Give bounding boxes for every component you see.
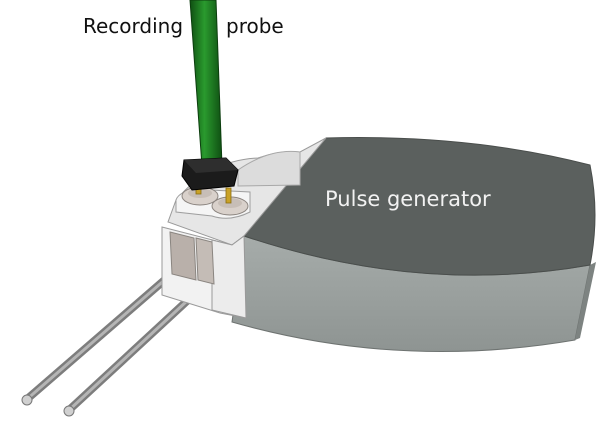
lead-bore-2 bbox=[195, 237, 215, 285]
recording-label: Recording bbox=[83, 14, 184, 38]
probe-shaft bbox=[189, 0, 223, 167]
pulse-generator bbox=[231, 137, 596, 353]
contact-domes bbox=[181, 179, 249, 216]
header-block bbox=[161, 137, 327, 319]
lead-bore-1 bbox=[169, 231, 197, 281]
probe-label: probe bbox=[226, 14, 284, 38]
pulse-generator-label: Pulse generator bbox=[325, 187, 491, 211]
generator-top-face bbox=[243, 137, 596, 276]
recording-probe bbox=[181, 0, 239, 191]
contact-pin-2 bbox=[225, 187, 232, 204]
